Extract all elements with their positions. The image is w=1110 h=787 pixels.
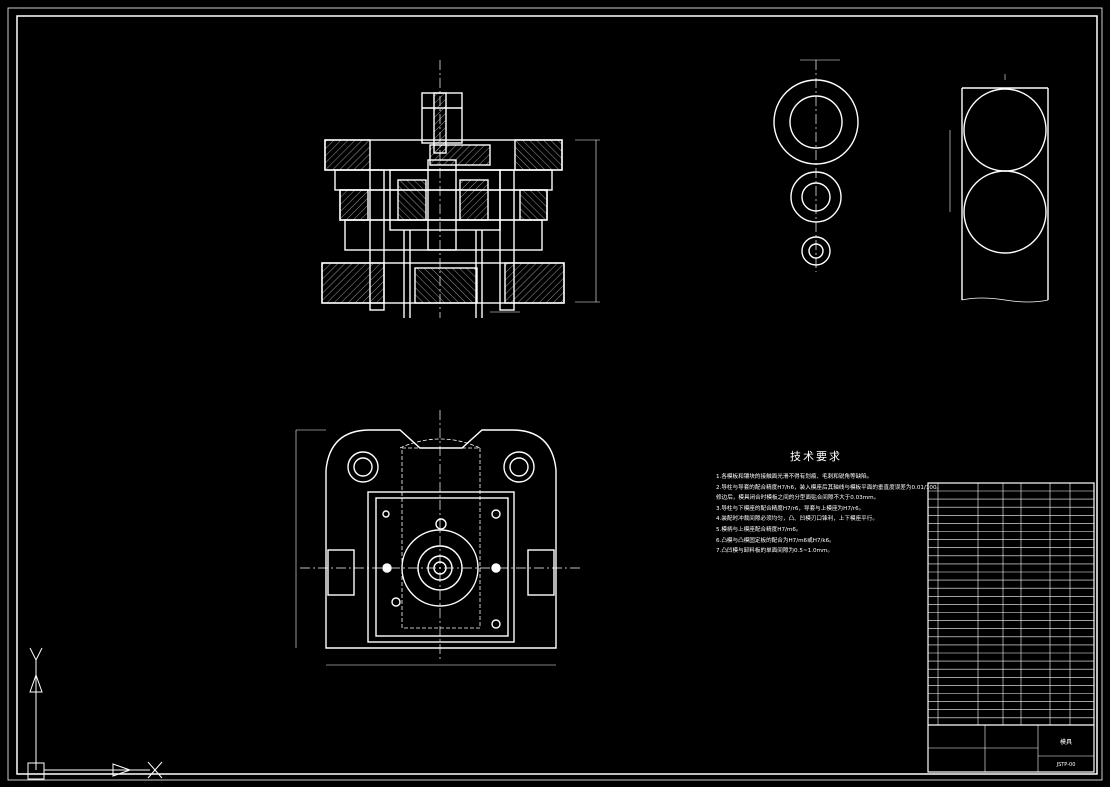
ring-detail-view — [773, 59, 859, 272]
note-line: 3.导柱与下模座的配合精度H7/r6，导套与上模座为H7/r6。 — [716, 505, 865, 512]
note-line: 4.装配时冲裁间隙必须均匀，凸、凹模刃口锋利，上下模座平行。 — [716, 516, 878, 523]
drawing-name: 模具 — [1060, 738, 1072, 746]
technical-requirements: 技术要求 1.各模板和镶块的接触面光滑不得有划痕、毛刺和锐角等缺陷。 2.导柱与… — [716, 448, 943, 557]
parts-list-table — [927, 482, 1095, 773]
sheet-border — [7, 7, 1103, 781]
notes-title: 技术要求 — [790, 450, 842, 463]
plan-view — [295, 410, 580, 666]
front-section-view — [321, 60, 600, 318]
note-line: 修边后，模具闭合时模板之间的分型面贴合间隙不大于0.03mm。 — [716, 495, 880, 502]
note-line: 1.各模板和镶块的接触面光滑不得有划痕、毛刺和锐角等缺陷。 — [716, 474, 873, 480]
ucs-axis-icon — [27, 647, 163, 780]
note-line: 5.模柄与上模座配合精度H7/m6。 — [716, 526, 802, 533]
note-line: 2.导柱与导套的配合精度H7/h6，装入模座后其轴线与模板平面的垂直度误差为0.… — [716, 484, 943, 491]
note-line: 7.凸凹模与卸料板的单面间隙为0.5~1.0mm。 — [716, 548, 834, 555]
drawing-code: JSTP-00 — [1056, 762, 1076, 768]
note-line: 6.凸模与凸模固定板的配合为H7/m6或H7/k6。 — [716, 537, 835, 544]
strip-layout-view — [949, 74, 1049, 303]
